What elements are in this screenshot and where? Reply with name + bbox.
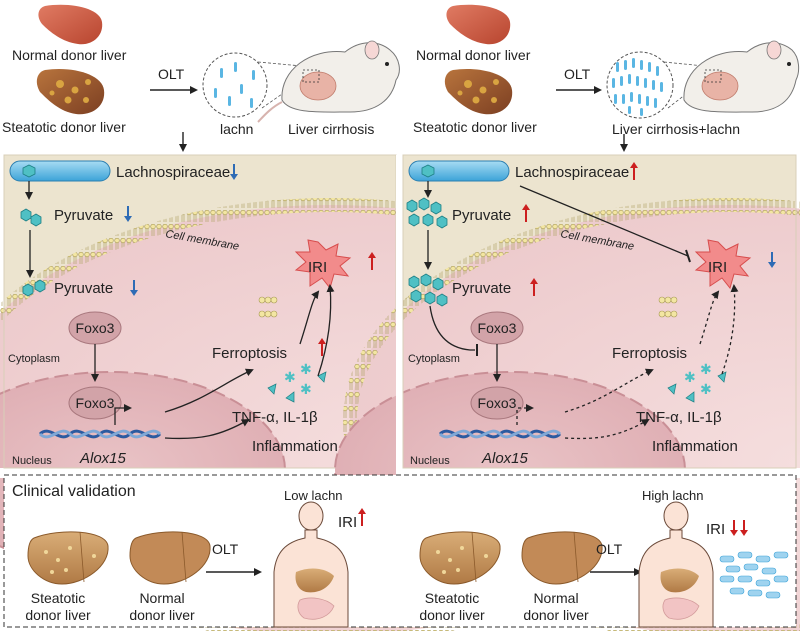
normal-human-liver-icon-right (521, 531, 603, 585)
foxo3-cytoplasm-label: Foxo3 (76, 320, 115, 336)
cytokine-molecules-right: ✱ ✱ ✱ (667, 361, 727, 403)
gut-bacteria-zoom-right (606, 51, 674, 119)
cytoplasm-label: Cytoplasm (8, 353, 60, 365)
lachnospiraceae-icon (9, 160, 111, 182)
iri-burst-icon (294, 239, 352, 290)
lachnospiraceae-label: Lachnospiraceae (116, 164, 230, 181)
foxo3-nucleus-label: Foxo3 (76, 395, 115, 411)
clinical-olt-label: OLT (212, 541, 239, 557)
lachnospiraceae-label-right: Lachnospiraceae (515, 164, 629, 181)
inhibition-arc (429, 305, 475, 351)
pyruvate-out-label-right: Pyruvate (452, 207, 511, 224)
high-lachn-label: High lachn (642, 488, 703, 503)
ferroptosis-label-right: Ferroptosis (612, 345, 687, 362)
clinical-steatotic-label-2: donor liver (25, 607, 91, 623)
pyruvate-molecules-out-right (406, 197, 448, 229)
iri-burst-icon-right (694, 239, 752, 290)
foxo3-nucleus-node (68, 386, 122, 420)
clinical-validation-title: Clinical validation (12, 483, 136, 500)
lipid-channel-icon (258, 296, 278, 318)
pyruvate-molecules-in (22, 279, 46, 297)
cytokine-molecules: ✱ ✱ ✱ (267, 361, 327, 403)
liver-cirrhosis-lachn-label: Liver cirrhosis+lachn (612, 121, 740, 137)
clinical-normal-label-2-right: donor liver (523, 607, 589, 623)
foxo3-nucleus-label-right: Foxo3 (478, 395, 517, 411)
clinical-steatotic-label-1-right: Steatotic (425, 590, 479, 606)
nucleus-label-right: Nucleus (410, 455, 450, 467)
clinical-steatotic-label-1: Steatotic (31, 590, 85, 606)
olt-label-right: OLT (564, 66, 591, 82)
normal-human-liver-icon (129, 531, 211, 585)
steatotic-donor-liver-label-right: Steatotic donor liver (413, 119, 537, 135)
normal-donor-liver-label-right: Normal donor liver (416, 47, 531, 63)
svg-text:✱: ✱ (300, 361, 312, 377)
steatotic-human-liver-icon-right (419, 531, 501, 585)
lipid-channel-icon-right (658, 296, 678, 318)
normal-donor-liver-label: Normal donor liver (12, 47, 127, 63)
pyruvate-in-label: Pyruvate (54, 280, 113, 297)
steatotic-donor-liver-label: Steatotic donor liver (2, 119, 126, 135)
clinical-steatotic-label-2-right: donor liver (419, 607, 485, 623)
clinical-normal-label-1: Normal (139, 590, 184, 606)
double-down-arrow-icon (730, 520, 748, 536)
alox15-gene-label: Alox15 (79, 450, 127, 467)
liver-cirrhosis-label: Liver cirrhosis (288, 121, 374, 137)
clinical-validation-panel: Clinical validation Steatotic donor live… (3, 474, 797, 628)
ferroptosis-label: Ferroptosis (212, 345, 287, 362)
clinical-iri-label: IRI (338, 514, 357, 531)
clinical-olt-label-right: OLT (596, 541, 623, 557)
low-lachn-label: Low lachn (284, 488, 343, 503)
cell-membrane-right (343, 198, 800, 631)
human-body-icon (273, 501, 349, 628)
iri-label: IRI (308, 259, 327, 276)
svg-text:✱: ✱ (284, 369, 296, 385)
normal-liver-icon (38, 4, 103, 45)
foxo3-cytoplasm-label-right: Foxo3 (478, 320, 517, 336)
top-left-scheme: Normal donor liver Steatotic donor liver… (2, 4, 400, 152)
steatotic-human-liver-icon (27, 531, 109, 585)
clinical-normal-label-1-right: Normal (533, 590, 578, 606)
svg-text:✱: ✱ (300, 381, 312, 397)
foxo3-nucleus-node-right (470, 386, 524, 420)
olt-label: OLT (158, 66, 185, 82)
pyruvate-molecules-out (20, 208, 42, 227)
inhibition-line (519, 185, 689, 257)
svg-text:✱: ✱ (700, 381, 712, 397)
inflammation-label-right: Inflammation (652, 438, 738, 455)
human-body-icon-right (638, 501, 714, 628)
cytoplasm-label-right: Cytoplasm (408, 353, 460, 365)
dna-helix-icon-right (438, 429, 562, 439)
svg-text:✱: ✱ (700, 361, 712, 377)
bacteria-cluster-icon (719, 551, 789, 599)
top-right-scheme: Normal donor liver Steatotic donor liver… (413, 4, 800, 152)
mouse-illustration (257, 40, 400, 123)
normal-liver-icon-right (446, 4, 511, 45)
mouse-illustration-right (683, 40, 800, 113)
clinical-normal-label-2: donor liver (129, 607, 195, 623)
steatotic-liver-icon (36, 68, 105, 115)
cytokines-label-right: TNF-α, IL-1β (636, 409, 722, 426)
pyruvate-out-label: Pyruvate (54, 207, 113, 224)
inflammation-label: Inflammation (252, 438, 338, 455)
svg-text:✱: ✱ (684, 369, 696, 385)
steatotic-liver-icon-right (444, 68, 513, 115)
dna-helix-icon (38, 429, 162, 439)
cytokines-label: TNF-α, IL-1β (232, 409, 318, 426)
pyruvate-in-label-right: Pyruvate (452, 280, 511, 297)
pyruvate-molecules-in-right (408, 273, 448, 307)
lachn-label: lachn (220, 121, 253, 137)
clinical-iri-label-right: IRI (706, 521, 725, 538)
nucleus-label: Nucleus (12, 455, 52, 467)
alox15-gene-label-right: Alox15 (481, 450, 529, 467)
gut-bacteria-zoom (202, 52, 268, 118)
iri-label-right: IRI (708, 259, 727, 276)
lachnospiraceae-icon-right (408, 160, 510, 182)
